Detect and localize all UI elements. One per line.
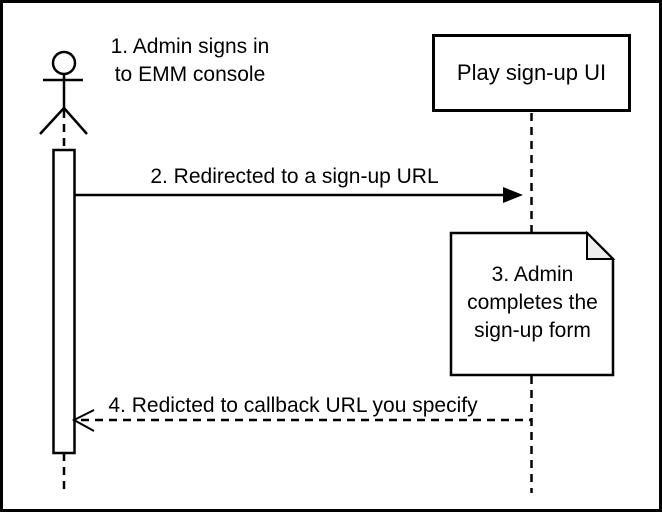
actor-head [51, 50, 77, 76]
message-2-label: 2. Redirected to a sign-up URL [150, 165, 439, 188]
message-2-arrowhead-icon [503, 187, 523, 203]
diagram-shapes [39, 50, 616, 493]
note-shape [449, 230, 616, 377]
message-1-line2: to EMM console [114, 63, 266, 86]
note-body [449, 231, 615, 377]
play-signup-ui-label: Play sign-up UI [456, 60, 607, 85]
activation-bar [52, 148, 76, 455]
play-signup-ui-box: Play sign-up UI [432, 34, 631, 112]
note-3-label: 3. Admin completes the sign-up form [452, 261, 613, 345]
message-1-label: 1. Admin signs in to EMM console [90, 33, 290, 89]
note-3-line3: sign-up form [474, 319, 591, 342]
message-1-line1: 1. Admin signs in [110, 35, 270, 58]
actor-leg-right [63, 107, 88, 135]
note-fold-icon [586, 230, 616, 260]
message-4-label: 4. Redicted to callback URL you specify [108, 394, 478, 417]
actor-icon [39, 50, 88, 135]
message-4-arrowhead-icon [71, 409, 95, 432]
note-3-line2: completes the [467, 291, 598, 314]
message-2-arrow [75, 187, 523, 203]
actor-leg-left [39, 107, 65, 135]
note-3-line1: 3. Admin [491, 263, 574, 286]
message-4-arrow [71, 409, 532, 432]
